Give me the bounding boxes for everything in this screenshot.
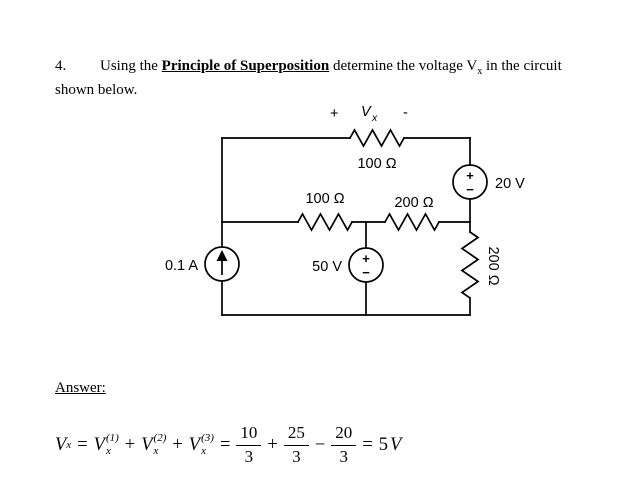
question-number: 4.: [55, 58, 67, 74]
current-source-arrow: [216, 250, 228, 275]
resistor-top-label: 100 Ω: [357, 156, 396, 172]
resistor-right-label: 200 Ω: [485, 246, 501, 285]
vx-label: V: [361, 104, 372, 120]
equals-sign: =: [77, 434, 88, 455]
problem-line-1: 4. Using the Principle of Superposition d…: [55, 56, 562, 80]
problem-intro: Using the: [100, 58, 162, 74]
source-20v-minus-icon: −: [466, 182, 474, 197]
problem-statement: 4. Using the Principle of Superposition d…: [55, 56, 562, 101]
current-arrow-head: [216, 250, 228, 261]
fraction-1-numerator: 10: [236, 423, 262, 446]
result-value: 5: [378, 434, 388, 455]
source-50v-minus-icon: −: [362, 265, 370, 280]
problem-middle: determine the voltage V: [329, 58, 478, 74]
equals-sign: =: [219, 434, 231, 455]
voltage-source-50v-circle: [348, 247, 384, 283]
plus-sign: +: [124, 434, 136, 455]
answer-label: Answer:: [55, 380, 106, 396]
problem-line-2: shown below.: [55, 81, 138, 98]
voltage-source-50v-label: 50 V: [312, 259, 342, 275]
voltage-source-20v-circle: [452, 164, 488, 200]
vx-plus-sign: +: [330, 106, 338, 122]
formula-vx2-scripts: (2)x: [154, 432, 167, 457]
source-50v-plus-icon: +: [362, 251, 370, 266]
source-20v-plus-icon: +: [466, 168, 474, 183]
formula-vx3-sup: (3): [201, 432, 214, 445]
vx-label-subscript: x: [371, 112, 378, 124]
resistor-top: [348, 128, 406, 148]
minus-sign: −: [314, 434, 326, 455]
formula-vx2: V(2)x: [141, 432, 166, 457]
voltage-source-20v-label: 20 V: [495, 176, 525, 192]
formula-vx1-scripts: (1)x: [106, 432, 119, 457]
fraction-2-numerator: 25: [283, 423, 309, 446]
formula-vx-var: V: [55, 434, 67, 455]
formula-vx3-scripts: (3)x: [201, 432, 214, 457]
resistor-right: [460, 230, 480, 300]
fraction-2-denominator: 3: [292, 446, 301, 466]
formula-vx2-var: V: [141, 434, 153, 455]
fraction-3-numerator: 20: [331, 423, 357, 446]
formula-vx1-sup: (1): [105, 432, 119, 445]
fraction-1-denominator: 3: [244, 446, 254, 466]
plus-sign: +: [267, 434, 278, 455]
result-unit: V: [389, 434, 402, 455]
fraction-3-denominator: 3: [339, 446, 349, 466]
problem-v-subscript: x: [477, 66, 483, 77]
formula-vx3-sub: x: [201, 445, 206, 457]
resistor-mid-left-label: 100 Ω: [305, 191, 344, 207]
vx-minus-sign: -: [403, 105, 408, 121]
resistor-mid-right-label: 200 Ω: [394, 195, 433, 211]
formula-vx1-var: V: [93, 434, 105, 455]
resistor-mid-left: [296, 212, 354, 232]
formula-vx3-var: V: [188, 434, 201, 455]
plus-sign: +: [172, 434, 183, 455]
formula-vx2-sup: (2): [153, 432, 167, 445]
formula-vx1-sub: x: [105, 445, 111, 457]
formula-vx2-sub: x: [153, 445, 159, 457]
formula-vx1: V(1)x: [94, 432, 119, 457]
problem-tail: in the circuit: [482, 58, 562, 74]
formula-vx3: V(3)x: [189, 432, 214, 457]
formula-vx-sub: x: [66, 439, 72, 451]
resistor-mid-right: [383, 212, 441, 232]
problem-emphasis: Principle of Superposition: [161, 58, 330, 74]
equals-sign: =: [362, 434, 373, 455]
current-source-label: 0.1 A: [165, 258, 198, 274]
